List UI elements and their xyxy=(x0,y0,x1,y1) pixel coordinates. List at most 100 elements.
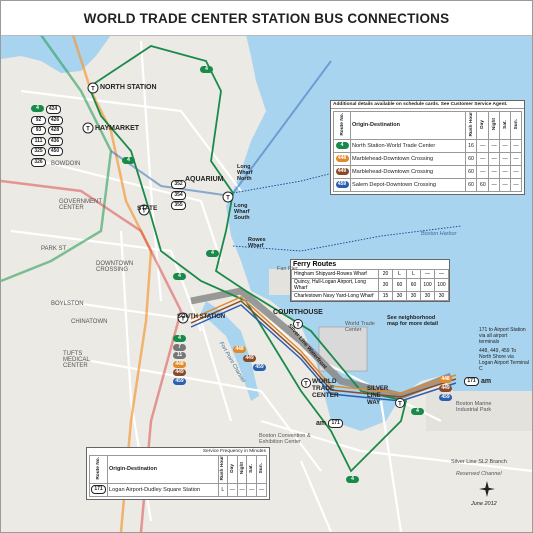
route-table-bottom: Route No. Origin-Destination Rush Hour D… xyxy=(89,455,267,497)
route-4-badge: 4 xyxy=(31,105,44,112)
label-long-wharf-south: Long Wharf South xyxy=(234,203,250,221)
frequency-sat: — xyxy=(499,138,512,153)
label-fan-pier: Fan Pier xyxy=(277,266,298,272)
label-neighborhood-note: See neighborhood map for more detail xyxy=(387,315,439,327)
svg-text:T: T xyxy=(91,87,95,93)
label-world-trade-center: WORLD TRADE CENTER xyxy=(312,378,339,399)
route-436-badge: 436 xyxy=(47,136,63,146)
svg-text:T: T xyxy=(142,209,146,215)
label-sl2: Silver Line SL2 Branch xyxy=(451,459,507,465)
route-459-path xyxy=(190,304,457,402)
route-4-badge: 4 xyxy=(346,476,359,483)
route-448-badge: 448 xyxy=(173,360,186,368)
route-table-top: Route No. Origin-Destination Rush Hour D… xyxy=(333,111,522,192)
frequency-sun: — xyxy=(510,138,522,153)
route-355-badge: 355 xyxy=(171,201,186,210)
route-4-badge: 4 xyxy=(173,273,186,280)
route-93-badge: 93 xyxy=(31,126,46,135)
route-4-path xyxy=(88,45,408,473)
svg-text:T: T xyxy=(226,196,230,202)
origin-destination: North Station-World Trade Center xyxy=(350,138,466,153)
t-station-markers xyxy=(82,82,405,408)
route-424-badge: 424 xyxy=(45,105,61,114)
route-4-badge: 4 xyxy=(173,335,186,342)
route-428-badge: 428 xyxy=(47,126,63,135)
frequency-sun: — xyxy=(256,482,267,497)
origin-destination: Logan Airport-Dudley Square Station xyxy=(107,482,219,497)
route-459-badge: 459 xyxy=(173,377,186,385)
label-courthouse: COURTHOUSE xyxy=(273,309,323,316)
route-11-badge: 11 xyxy=(173,352,186,359)
label-marine-park: Boston Marine Industrial Park xyxy=(456,401,492,413)
frequency-sat: — xyxy=(499,177,512,192)
frequency-day: — xyxy=(226,482,238,497)
frequency-sat: — xyxy=(246,482,258,497)
red-line xyxy=(1,179,183,532)
frequency-sun: — xyxy=(510,151,522,166)
frequency-rush: L xyxy=(217,482,229,497)
route-448-path xyxy=(190,296,457,394)
route-4-badge: 4 xyxy=(335,142,349,150)
label-north-shore-note: 448, 449, 459 To North Shore via Logan A… xyxy=(479,348,529,372)
frequency-sun: — xyxy=(510,177,522,192)
label-state: STATE xyxy=(137,205,158,212)
frequency-night: — xyxy=(488,151,501,166)
frequency-night: — xyxy=(488,138,501,153)
map-title: WORLD TRADE CENTER STATION BUS CONNECTIO… xyxy=(1,1,532,36)
route-7-badge: 7 xyxy=(173,343,186,351)
north-arrow xyxy=(479,481,495,497)
svg-text:T: T xyxy=(296,323,300,329)
origin-destination: Marblehead-Downtown Crossing xyxy=(350,151,466,166)
label-north-station: NORTH STATION xyxy=(100,84,157,91)
frequency-rush: 16 xyxy=(464,138,478,153)
label-long-wharf-north: Long Wharf North xyxy=(237,164,253,182)
schedule-note: Additional details available on schedule… xyxy=(331,101,524,109)
route-459-badge: 459 xyxy=(335,181,349,189)
label-park-st: PARK ST xyxy=(41,246,67,252)
route-450-badge: 450 xyxy=(47,147,63,156)
label-haymarket: HAYMARKET xyxy=(95,125,140,132)
origin-destination: Salem Depot-Downtown Crossing xyxy=(350,177,466,192)
frequency-sat: — xyxy=(499,164,512,179)
label-harbor: Boston Harbor xyxy=(421,231,457,237)
fort-point-channel xyxy=(201,301,259,401)
route-352-badge: 352 xyxy=(171,180,186,189)
svg-text:T: T xyxy=(398,402,402,408)
frequency-day: — xyxy=(476,138,490,153)
frequency-night: — xyxy=(488,177,501,192)
route-legend-top: Additional details available on schedule… xyxy=(330,100,525,195)
label-tufts: TUFTS MEDICAL CENTER xyxy=(63,351,90,369)
route-448-badge: 448 xyxy=(335,155,349,163)
route-459-badge: 459 xyxy=(253,364,266,371)
ferry-title: Ferry Routes xyxy=(293,261,337,268)
svg-text:T: T xyxy=(304,382,308,388)
silver-line-band xyxy=(190,287,453,400)
label-date: June 2012 xyxy=(471,501,497,507)
t-station-letters: TTT TTT TT xyxy=(86,87,402,408)
ferry-routes-panel: Ferry Routes Hingham Shipyard-Rowes Whar… xyxy=(290,259,450,302)
route-449-path xyxy=(190,300,457,398)
route-92-badge: 92 xyxy=(31,115,46,125)
label-silver-line-way: SILVER LINE WAY xyxy=(367,386,389,406)
route-171-badge: 171 xyxy=(328,419,344,428)
label-bowdoin: BOWDOIN xyxy=(51,161,81,167)
frequency-sat: — xyxy=(499,151,512,166)
label-aquarium: AQUARIUM xyxy=(185,176,224,183)
label-rowes-wharf: Rowes Wharf xyxy=(248,237,266,249)
frequency-day: 60 xyxy=(476,177,490,192)
ferry-route-south xyxy=(232,225,462,252)
route-448-badge: 448 xyxy=(439,376,452,383)
frequency-night: — xyxy=(488,164,501,179)
route-448-badge: 448 xyxy=(233,346,246,353)
frequency-day: — xyxy=(476,151,490,166)
route-111-badge: 111 xyxy=(31,136,46,146)
frequency-sun: — xyxy=(510,164,522,179)
route-449-badge: 449 xyxy=(173,369,186,376)
route-449-badge: 449 xyxy=(243,355,256,362)
label-am-171-east: 171 am xyxy=(464,377,491,386)
label-downtown-crossing: DOWNTOWN CROSSING xyxy=(96,261,134,273)
